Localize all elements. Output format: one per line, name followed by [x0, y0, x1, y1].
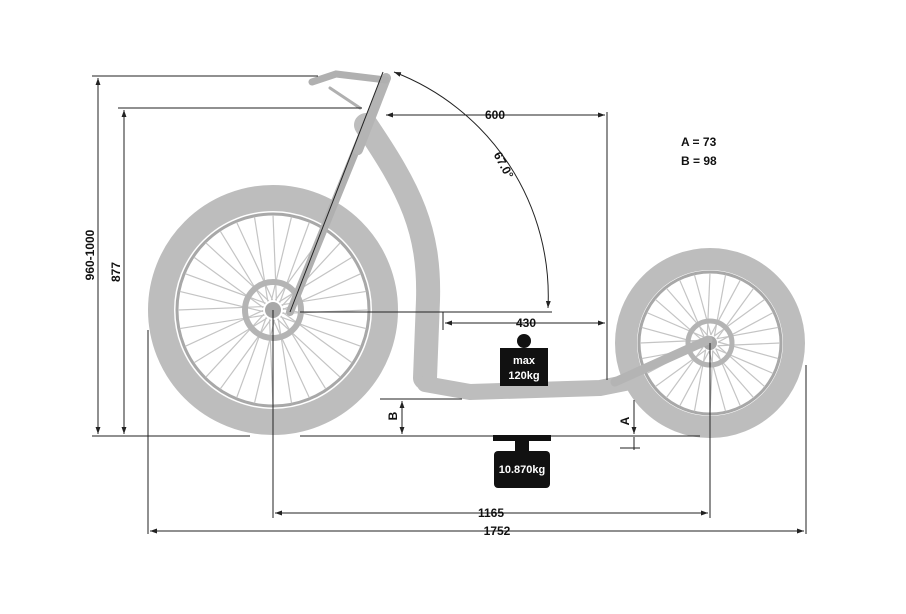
label-overall-length: 1752 [484, 524, 511, 538]
spoke [282, 311, 353, 364]
spoke [236, 317, 267, 398]
spoke [654, 349, 707, 388]
spoke [219, 319, 272, 390]
label-wheelbase: 1165 [478, 506, 504, 520]
spoke [205, 313, 265, 378]
spoke [715, 348, 741, 407]
spoke [193, 256, 264, 309]
handlebar [308, 70, 390, 86]
scale-icon [493, 435, 551, 488]
scooter-weight-scale: 10.870kg [493, 435, 551, 488]
label-rear-clearance: A [618, 416, 632, 425]
label-overall-height: 960-1000 [83, 229, 97, 280]
max-load-line2: 120kg [508, 370, 539, 382]
legend-b-value: B = 98 [681, 154, 717, 168]
spoke [268, 319, 274, 406]
spoke [280, 315, 327, 390]
spoke [253, 216, 269, 302]
spoke [706, 272, 711, 336]
spoke [665, 287, 708, 336]
scooter-weight-label: 10.870kg [499, 464, 545, 476]
dim-arc-head-angle [393, 71, 551, 309]
spoke [253, 319, 276, 404]
spoke [276, 318, 341, 378]
label-deck-length: 430 [516, 316, 536, 330]
brake-lever [328, 86, 362, 110]
legend-a-value: A = 73 [681, 135, 717, 149]
spoke [205, 242, 270, 302]
weight-icon [500, 334, 548, 386]
spoke [277, 318, 293, 404]
scooter-illustration [148, 70, 805, 438]
spoke [712, 350, 755, 399]
spoke [193, 317, 268, 364]
spoke [179, 314, 265, 330]
spoke [236, 221, 274, 301]
spoke [219, 230, 266, 305]
spoke [278, 256, 353, 303]
spoke [282, 307, 367, 330]
spoke [272, 214, 278, 301]
spoke [717, 341, 779, 360]
label-front-clearance: B [386, 411, 400, 420]
legend: A = 73 B = 98 [681, 135, 717, 168]
label-handlebar-height: 877 [109, 262, 123, 282]
label-head-reach: 600 [485, 108, 505, 122]
spoke [713, 298, 766, 337]
spoke [272, 319, 310, 399]
dimension-lines [92, 71, 807, 534]
dimension-labels: 960-1000 877 600 67.0° 430 1165 1752 B A [83, 108, 632, 538]
spoke [654, 298, 703, 341]
spoke [710, 279, 741, 336]
max-load-weight: max 120kg [500, 334, 548, 386]
spoke [717, 345, 766, 388]
spoke [679, 350, 710, 407]
spoke [641, 326, 703, 345]
label-head-angle: 67.0° [491, 149, 517, 181]
stem [353, 73, 391, 155]
spoke [179, 290, 264, 313]
spoke [184, 309, 264, 347]
rear-stay [610, 335, 713, 387]
spoke [177, 305, 264, 311]
spoke [281, 242, 341, 307]
spoke [679, 279, 705, 338]
spoke [279, 222, 310, 303]
spoke [280, 316, 361, 347]
spoke [185, 273, 266, 304]
spoke [716, 326, 779, 340]
max-load-line1: max [513, 355, 536, 367]
spoke [270, 216, 293, 301]
